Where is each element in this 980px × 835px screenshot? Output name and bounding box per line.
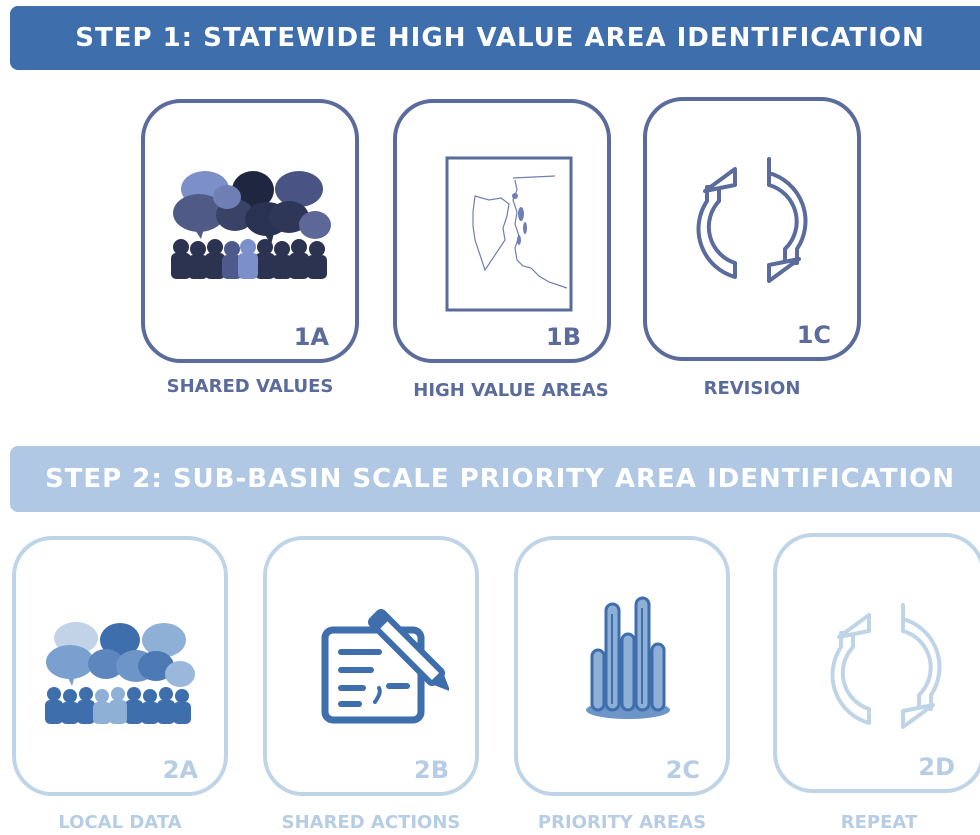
card-2d-repeat: 2D	[773, 533, 980, 793]
card-label-priority-areas: PRIORITY AREAS	[537, 812, 707, 833]
card-code: 2D	[918, 753, 955, 781]
card-label-local-data: LOCAL DATA	[58, 812, 182, 833]
document-pen-icon	[321, 608, 449, 724]
card-1c-revision: 1C	[643, 97, 861, 361]
step1-title: STEP 1: STATEWIDE HIGH VALUE AREA IDENTI…	[75, 23, 925, 53]
card-code: 2A	[162, 756, 198, 784]
card-label-high-value-areas: HIGH VALUE AREAS	[413, 380, 609, 401]
cycle-arrows-icon	[696, 157, 808, 283]
card-code: 1B	[546, 323, 581, 351]
card-1a-shared-values: 1A	[141, 99, 359, 363]
card-2c-priority-areas: 2C	[514, 536, 730, 796]
card-code: 1A	[293, 323, 329, 351]
card-code: 2B	[414, 756, 449, 784]
card-label-repeat: REPEAT	[840, 812, 918, 833]
step2-banner: STEP 2: SUB-BASIN SCALE PRIORITY AREA ID…	[10, 446, 980, 512]
card-code: 1C	[796, 321, 831, 349]
discussion-crowd-icon	[171, 171, 331, 279]
cycle-arrows-icon	[830, 603, 942, 729]
card-code: 2C	[665, 756, 700, 784]
card-label-revision: REVISION	[703, 378, 801, 399]
step1-banner: STEP 1: STATEWIDE HIGH VALUE AREA IDENTI…	[10, 6, 980, 70]
coral-icon	[586, 596, 670, 719]
card-1b-high-value-areas: 1B	[393, 99, 611, 363]
card-label-shared-values: SHARED VALUES	[166, 376, 334, 397]
card-2b-shared-actions: 2B	[263, 536, 479, 796]
card-2a-local-data: 2A	[12, 536, 228, 796]
card-label-shared-actions: SHARED ACTIONS	[281, 812, 461, 833]
state-map-icon	[445, 156, 573, 312]
step2-title: STEP 2: SUB-BASIN SCALE PRIORITY AREA ID…	[44, 464, 956, 494]
discussion-crowd-icon	[45, 622, 195, 724]
